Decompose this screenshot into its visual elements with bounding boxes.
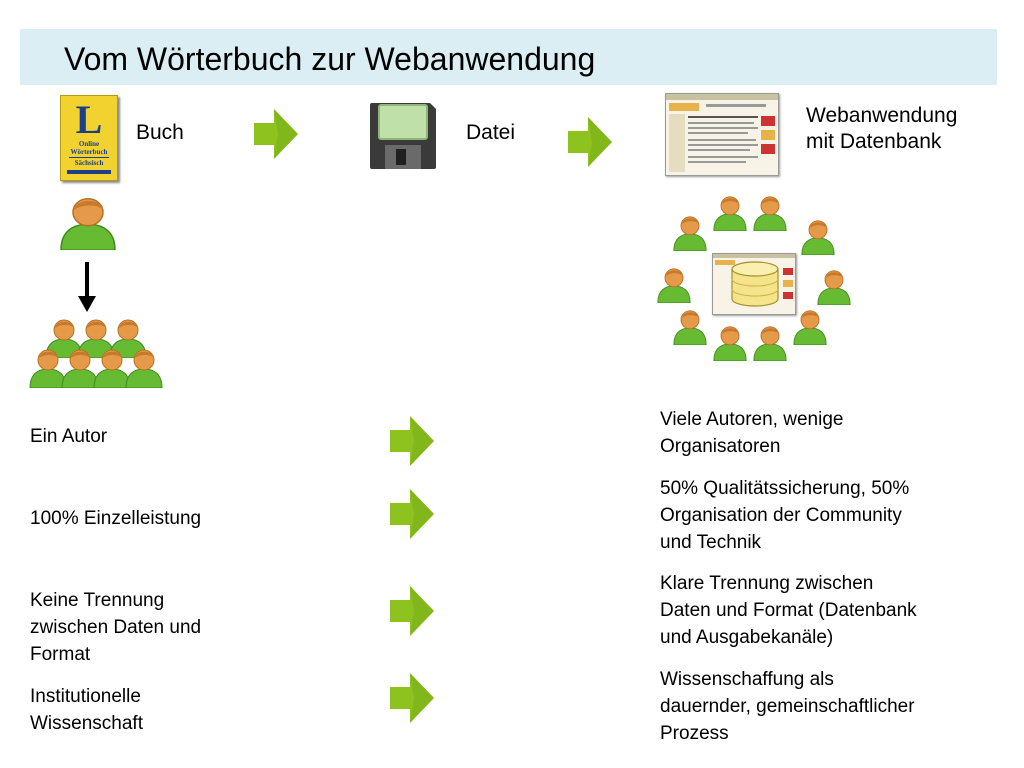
- left-text-line: zwischen Daten und: [30, 617, 202, 638]
- right-text-line: Organisation der Community: [660, 505, 902, 526]
- right-row-2: 50% Qualitätssicherung, 50% Organisation…: [660, 475, 909, 556]
- person-icon: [58, 196, 118, 250]
- right-text-line: Prozess: [660, 723, 729, 744]
- person-icon: [712, 195, 748, 231]
- left-text-line: 100% Einzelleistung: [30, 508, 202, 529]
- right-text-line: Wissenschaffung als: [660, 669, 834, 690]
- left-text-line: Ein Autor: [30, 426, 108, 447]
- right-text-line: Daten und Format (Datenbank: [660, 600, 917, 621]
- arrow-right-icon: [390, 673, 434, 723]
- stage-file-label: Datei: [466, 121, 516, 144]
- left-text-line: Keine Trennung: [30, 590, 165, 611]
- book-cover-line3: Sächsisch: [74, 159, 104, 167]
- left-row-2: 100% Einzelleistung: [30, 505, 201, 532]
- person-icon: [672, 215, 708, 251]
- right-text-line: und Technik: [660, 532, 762, 553]
- left-row-3: Keine Trennung zwischen Daten und Format: [30, 587, 201, 668]
- stage-book-label: Buch: [136, 121, 184, 144]
- arrow-right-icon: [390, 489, 434, 539]
- stage-web-label: Webanwendung mit Datenbank: [806, 103, 957, 155]
- right-row-1: Viele Autoren, wenige Organisatoren: [660, 406, 843, 460]
- floppy-disk-icon: [370, 103, 436, 169]
- arrow-right-icon: [390, 416, 434, 466]
- person-icon: [800, 219, 836, 255]
- web-application-icon: [665, 93, 779, 176]
- database-icon: [731, 261, 779, 307]
- title-bar: [20, 29, 997, 85]
- left-text-line: Format: [30, 644, 91, 665]
- left-text-line: Wissenschaft: [30, 713, 143, 734]
- person-icon: [124, 348, 164, 388]
- right-text-line: Organisatoren: [660, 436, 781, 457]
- person-icon: [752, 325, 788, 361]
- person-icon: [656, 267, 692, 303]
- arrow-right-icon: [254, 109, 298, 159]
- right-text-line: und Ausgabekanäle): [660, 627, 834, 648]
- right-text-line: 50% Qualitätssicherung, 50%: [660, 478, 910, 499]
- left-text-line: Institutionelle: [30, 686, 141, 707]
- people-group: [26, 318, 160, 386]
- book-icon: L Online Wörterbuch Sächsisch: [60, 95, 118, 181]
- book-cover-line2: Wörterbuch: [70, 148, 108, 156]
- community-cluster: [650, 193, 860, 363]
- person-icon: [712, 325, 748, 361]
- book-cover-line1: Online: [78, 140, 100, 148]
- book-cover-letter: L: [75, 97, 103, 142]
- right-row-3: Klare Trennung zwischen Daten und Format…: [660, 570, 917, 651]
- slide-title: Vom Wörterbuch zur Webanwendung: [64, 41, 596, 77]
- person-icon: [752, 195, 788, 231]
- right-text-line: Klare Trennung zwischen: [660, 573, 874, 594]
- right-row-4: Wissenschaffung als dauernder, gemeinsch…: [660, 666, 915, 747]
- person-icon: [792, 309, 828, 345]
- person-icon: [816, 269, 852, 305]
- stage-web-label-line2: mit Datenbank: [806, 130, 942, 153]
- arrow-down-icon: [78, 262, 96, 312]
- left-row-4: Institutionelle Wissenschaft: [30, 683, 143, 737]
- right-text-line: Viele Autoren, wenige: [660, 409, 844, 430]
- right-text-line: dauernder, gemeinschaftlicher: [660, 696, 915, 717]
- left-row-1: Ein Autor: [30, 423, 107, 450]
- stage-web-label-line1: Webanwendung: [806, 104, 958, 127]
- person-icon: [672, 309, 708, 345]
- arrow-right-icon: [568, 117, 612, 167]
- arrow-right-icon: [390, 586, 434, 636]
